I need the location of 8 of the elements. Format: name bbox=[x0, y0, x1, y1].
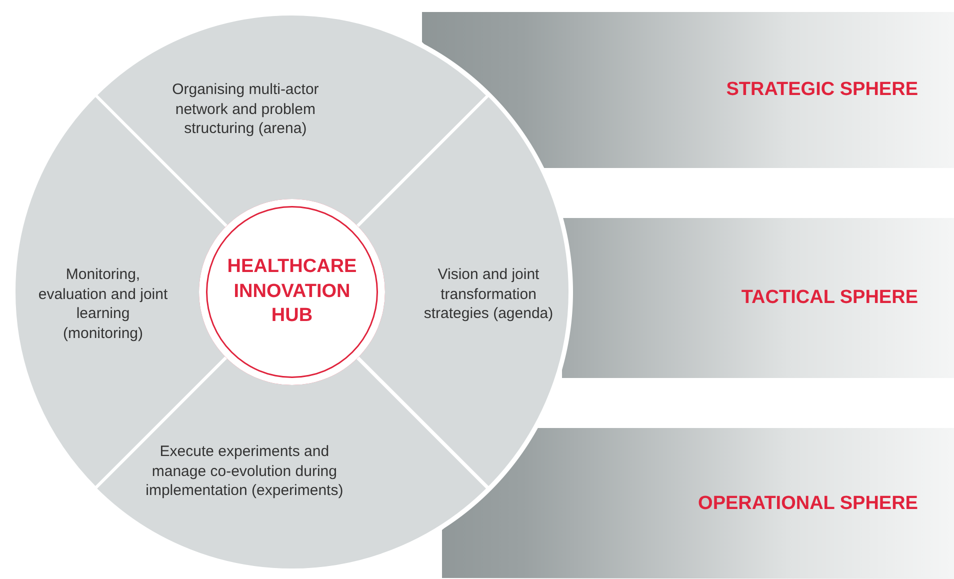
sphere-label: TACTICAL SPHERE bbox=[741, 287, 918, 309]
sphere-label: OPERATIONAL SPHERE bbox=[698, 492, 918, 514]
quadrant-text: Execute experiments and manage co-evolution during implementation (experiments) bbox=[144, 442, 344, 500]
sphere-label: STRATEGIC SPHERE bbox=[726, 79, 918, 101]
quadrant-text: Organising multi-actor network and problem structuring (arena) bbox=[171, 80, 320, 138]
quadrant-text: Vision and joint transformation strategies (agenda) bbox=[422, 265, 554, 324]
quadrant-text: Monitoring, evaluation and joint learning (monitoring) bbox=[38, 265, 168, 344]
hub-title: HEALTHCARE INNOVATION HUB bbox=[226, 254, 358, 328]
